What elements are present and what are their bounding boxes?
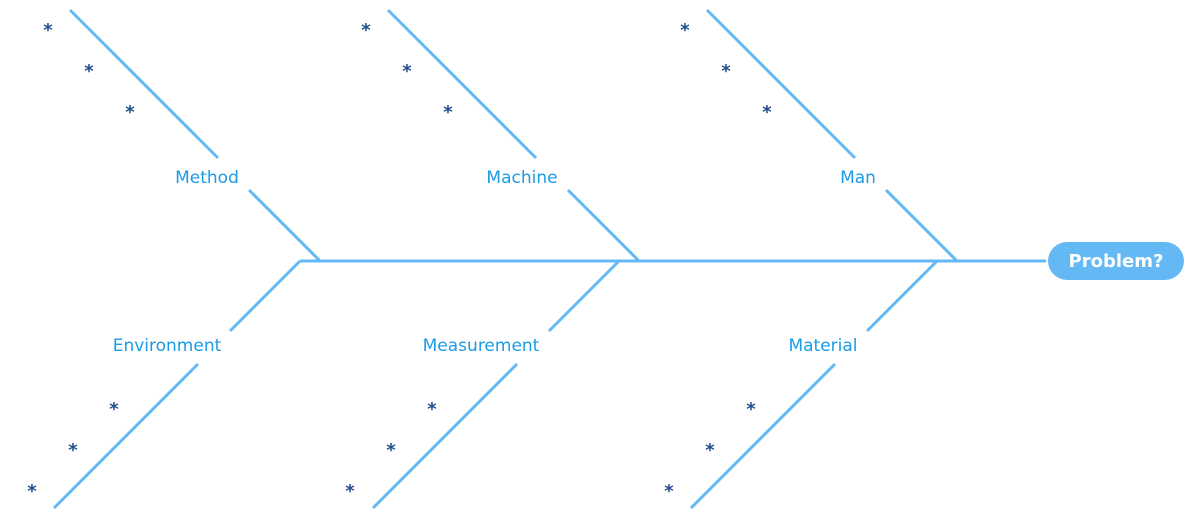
cause-marker: * [125,102,135,123]
bone-environment: Environment * * * [27,259,302,510]
category-label-machine: Machine [486,168,557,188]
cause-marker: * [402,61,412,82]
cause-marker: * [762,102,772,123]
cause-marker: * [43,20,53,41]
bone-machine: Machine * * * [361,8,641,263]
category-label-measurement: Measurement [423,336,540,356]
category-label-environment: Environment [113,336,222,356]
cause-marker: * [427,399,437,420]
category-label-method: Method [175,168,239,188]
bone-material: Material * * * [664,259,939,510]
cause-marker: * [705,440,715,461]
bone-measurement: Measurement * * * [345,259,621,510]
cause-marker: * [361,20,371,41]
cause-marker: * [746,399,756,420]
bone-man: Man * * * [680,8,959,263]
cause-marker: * [68,440,78,461]
cause-marker: * [109,399,119,420]
cause-marker: * [680,20,690,41]
category-label-material: Material [788,336,857,356]
cause-marker: * [664,481,674,502]
cause-marker: * [443,102,453,123]
cause-marker: * [345,481,355,502]
problem-label: Problem? [1069,251,1164,272]
cause-marker: * [27,481,37,502]
cause-marker: * [386,440,396,461]
bone-method: Method * * * [43,8,322,263]
category-label-man: Man [840,168,876,188]
problem-node[interactable]: Problem? [1048,242,1184,280]
cause-marker: * [721,61,731,82]
problem-pill[interactable] [1048,242,1184,280]
cause-marker: * [84,61,94,82]
